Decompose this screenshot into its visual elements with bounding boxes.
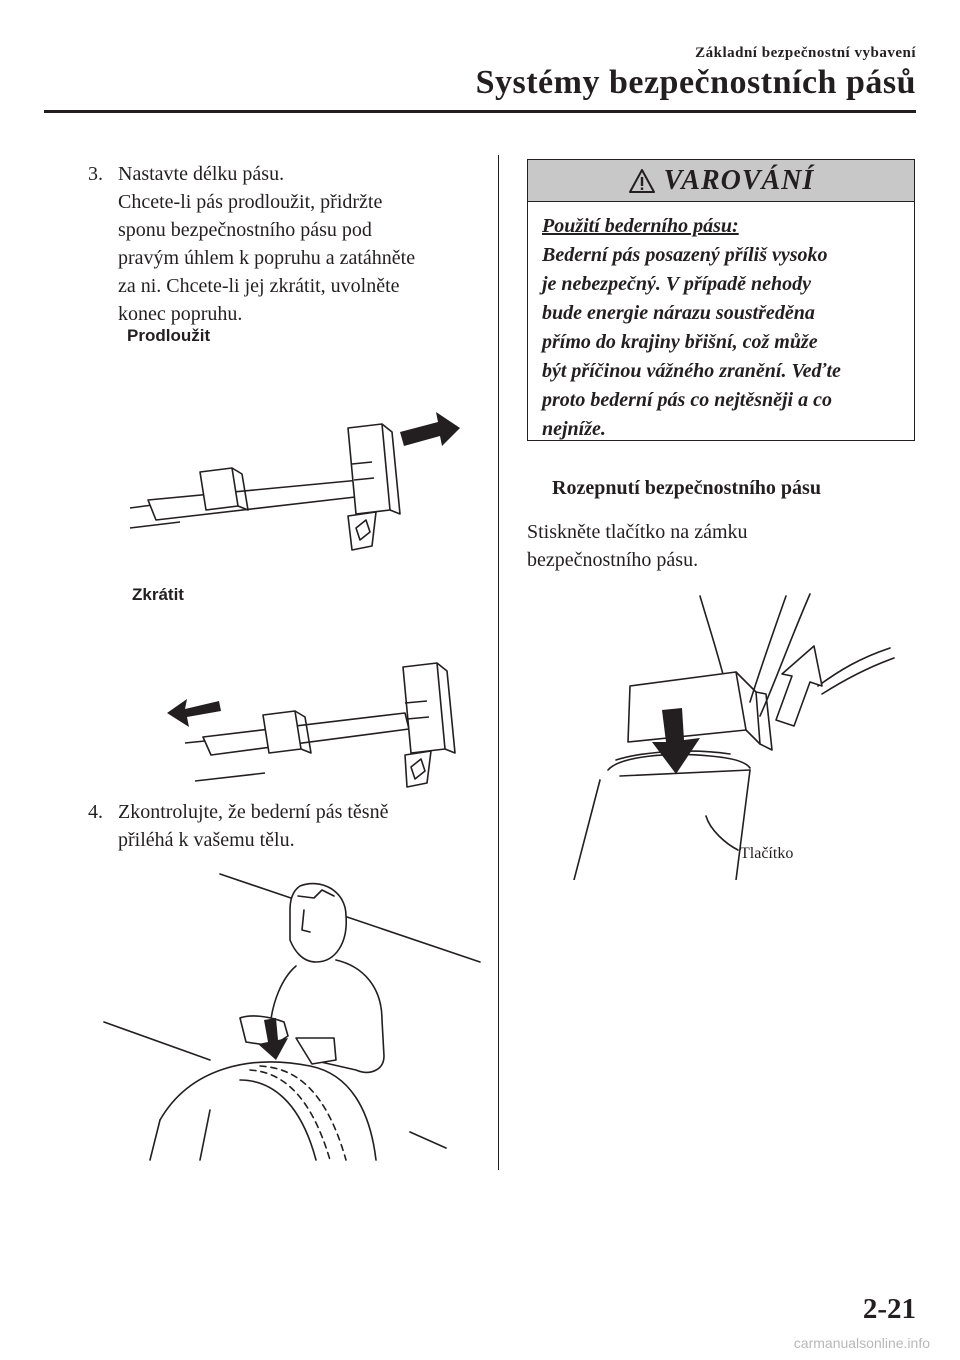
warning-line: je nebezpečný. V případě nehody	[542, 273, 812, 295]
watermark: carmanualsonline.info	[793, 1335, 930, 1351]
button-label: Tlačítko	[740, 845, 794, 862]
warning-line: být příčinou vážného zranění. Veďte	[542, 360, 841, 382]
step-4: 4. Zkontrolujte, že bederní pás těsně př…	[88, 798, 488, 854]
warning-line: nejníže.	[542, 418, 606, 440]
step-3: 3. Nastavte délku pásu. Chcete-li pás pr…	[88, 160, 488, 328]
page-number: 2-21	[862, 1293, 916, 1325]
warning-subtitle: Použití bederního pásu:	[542, 215, 739, 237]
section-title: Základní bezpečnostní vybavení	[695, 45, 916, 61]
warning-box: VAROVÁNÍ Použití bederního pásu: Bederní…	[527, 159, 915, 441]
warning-triangle-icon	[628, 168, 655, 193]
warning-line: proto bederní pás co nejtěsněji a co	[542, 389, 832, 411]
header-rule	[44, 110, 916, 113]
body-line: Stiskněte tlačítko na zámku	[527, 521, 748, 543]
buckle-release-illustration	[573, 593, 895, 880]
column-divider	[498, 155, 499, 1170]
step-number: 4.	[88, 801, 103, 823]
belt-lengthen-illustration	[129, 412, 460, 551]
warning-body: Použití bederního pásu: Bederní pás posa…	[528, 202, 914, 444]
step-line: za ni. Chcete-li jej zkrátit, uvolněte	[118, 275, 400, 297]
caption-lengthen: Prodloužit	[127, 326, 211, 345]
step-line: přiléhá k vašemu tělu.	[118, 829, 295, 851]
warning-header: VAROVÁNÍ	[528, 160, 914, 202]
lap-belt-person-illustration	[103, 873, 481, 1161]
warning-line: bude energie nárazu soustředěna	[542, 302, 815, 324]
step-line: pravým úhlem k popruhu a zatáhněte	[118, 247, 416, 269]
unbuckle-text: Stiskněte tlačítko na zámku bezpečnostní…	[527, 518, 917, 574]
warning-line: Bederní pás posazený příliš vysoko	[542, 244, 828, 266]
arrow-icon	[400, 412, 460, 446]
belt-shorten-illustration	[167, 662, 456, 788]
step-line: konec popruhu.	[118, 303, 243, 325]
step-line: sponu bezpečnostního pásu pod	[118, 219, 372, 241]
step-line: Nastavte délku pásu.	[118, 163, 285, 185]
warning-title: VAROVÁNÍ	[663, 164, 815, 196]
caption-shorten: Zkrátit	[132, 585, 184, 604]
step-line: Zkontrolujte, že bederní pás těsně	[118, 801, 389, 823]
step-number: 3.	[88, 163, 103, 185]
arrow-icon	[775, 645, 823, 727]
step-line: Chcete-li pás prodloužit, přidržte	[118, 191, 383, 213]
arrow-icon	[167, 699, 221, 727]
arrow-icon	[652, 708, 700, 774]
page-title: Systémy bezpečnostních pásů	[475, 64, 916, 101]
warning-line: přímo do krajiny břišní, což může	[542, 331, 818, 353]
body-line: bezpečnostního pásu.	[527, 549, 699, 571]
subheading-unbuckle: Rozepnutí bezpečnostního pásu	[552, 477, 821, 499]
arrow-icon	[258, 1018, 288, 1060]
